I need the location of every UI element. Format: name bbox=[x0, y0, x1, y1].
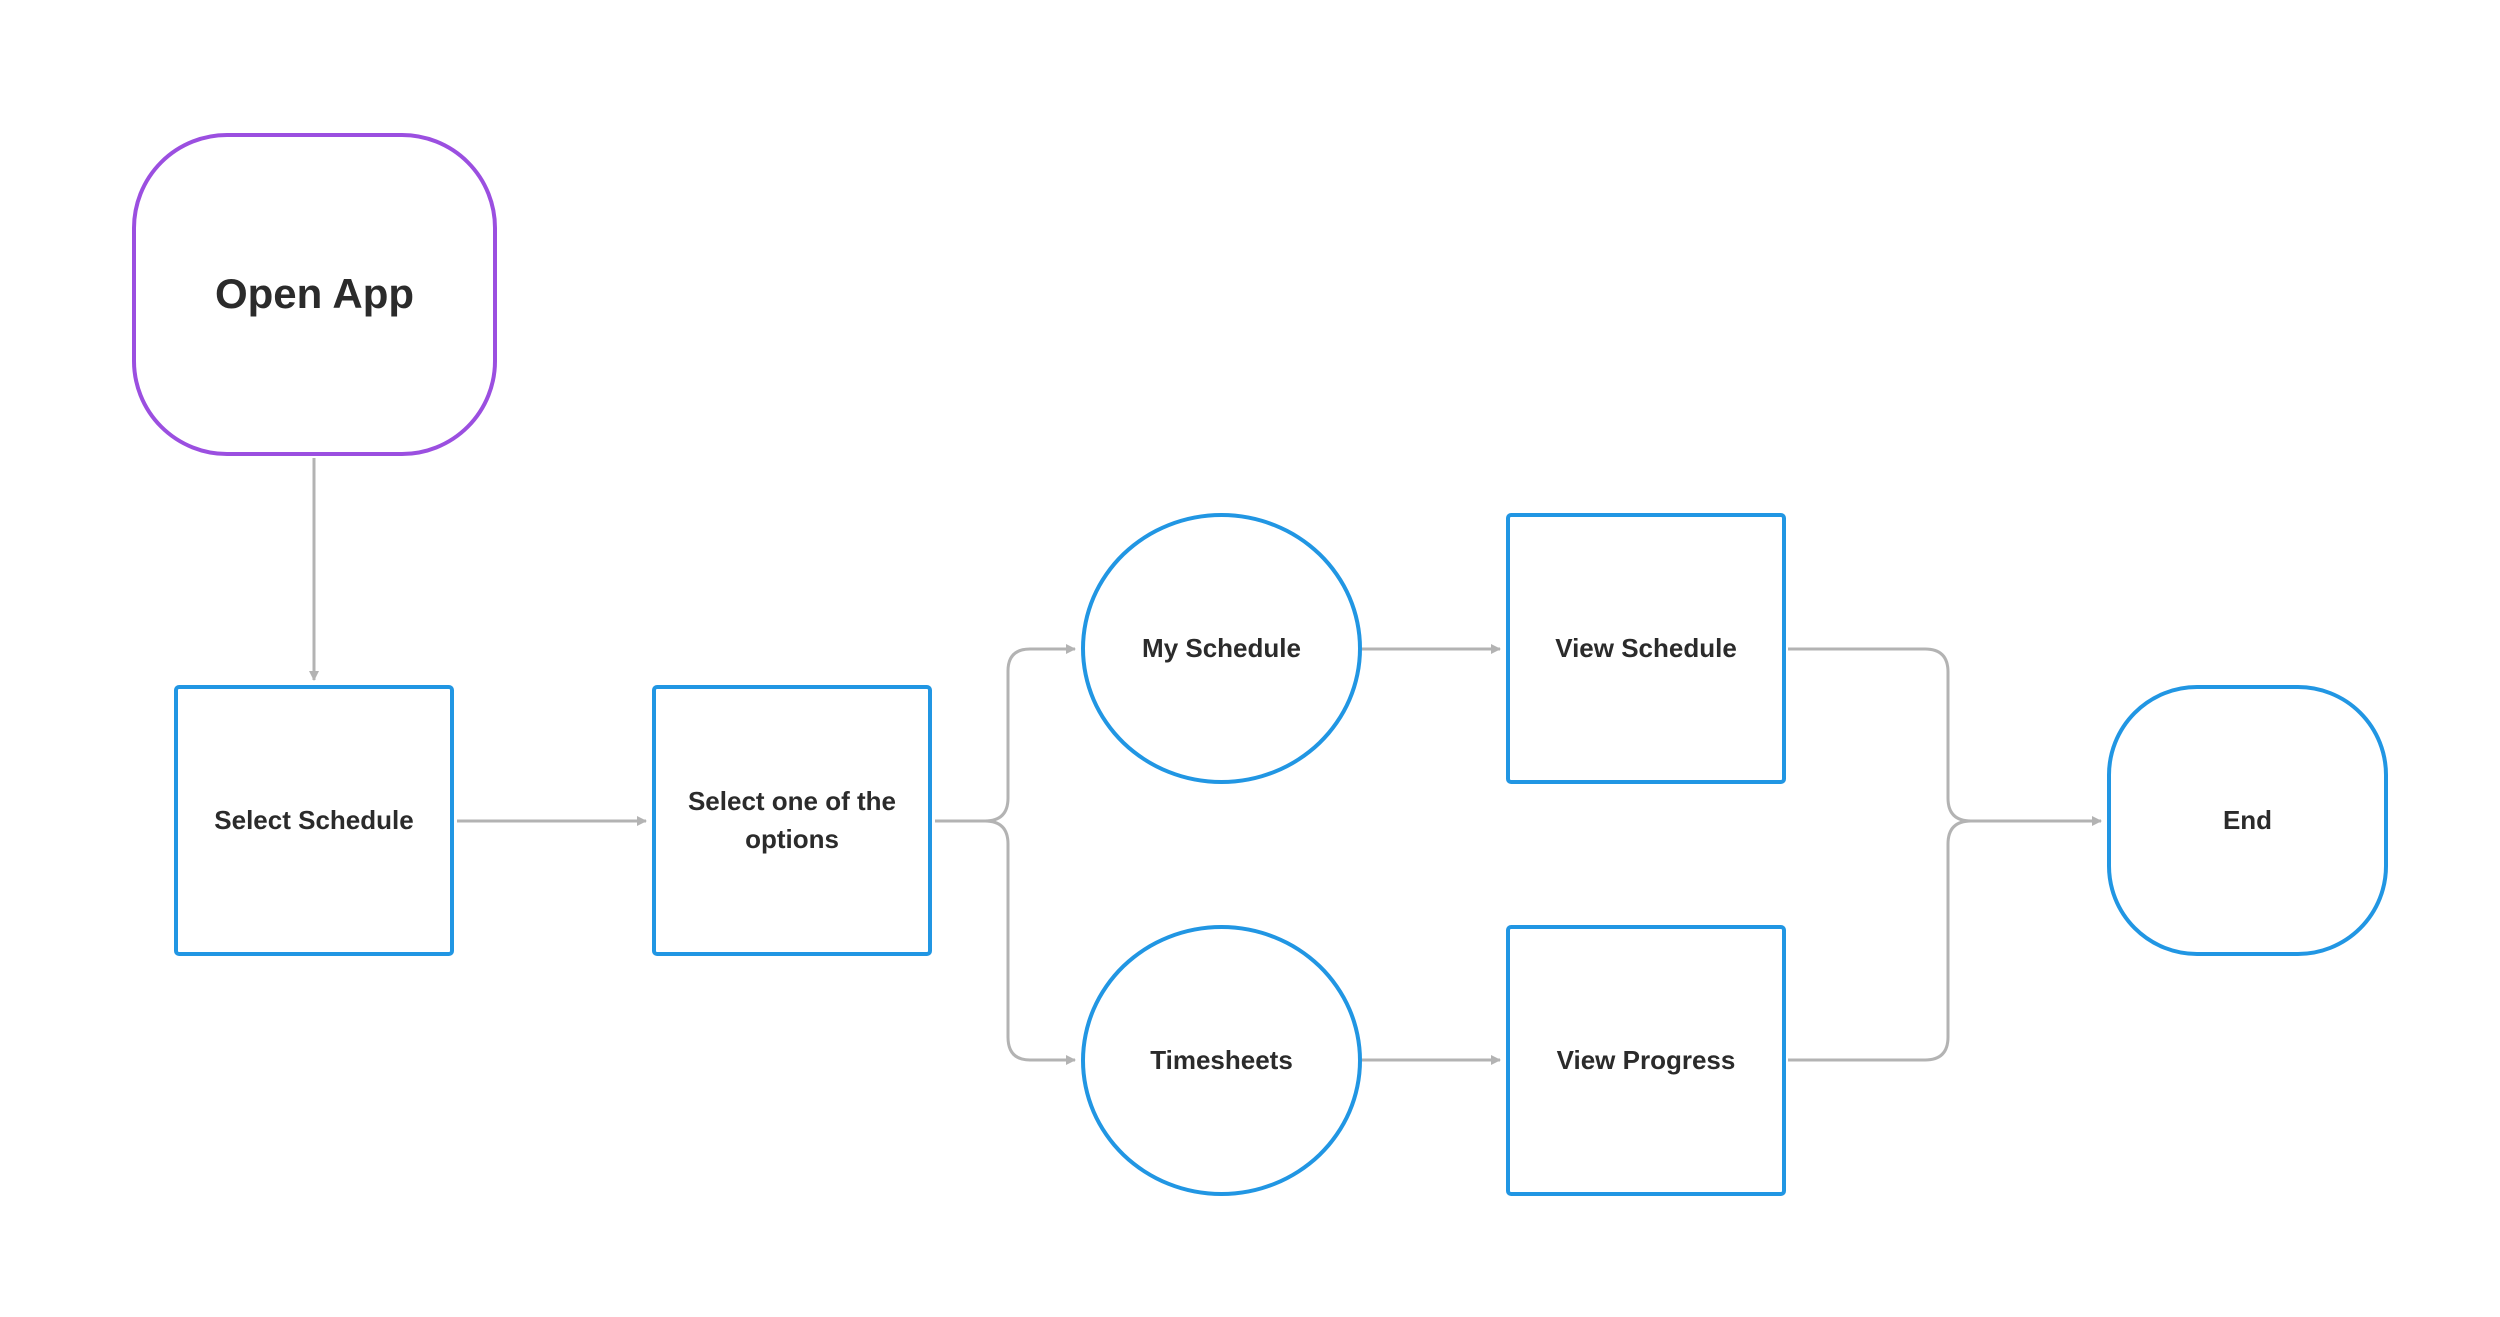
node-view-schedule-label: View Schedule bbox=[1555, 632, 1737, 663]
connector-view-schedule-to-end bbox=[1788, 647, 2102, 826]
node-my-schedule-label: My Schedule bbox=[1142, 632, 1301, 663]
connector-view-progress-to-end bbox=[1788, 819, 1972, 1062]
node-end-label: End bbox=[2222, 804, 2273, 835]
node-open-app-label: Open App bbox=[214, 270, 415, 318]
connector-select-option-to-my-schedule bbox=[935, 644, 1076, 823]
node-select-option-label: Select one of the options bbox=[687, 785, 897, 854]
node-select-schedule: Select Schedule bbox=[174, 685, 454, 956]
node-timesheets: Timesheets bbox=[1081, 925, 1362, 1196]
connector-select-option-to-timesheets bbox=[935, 819, 1076, 1065]
node-view-schedule: View Schedule bbox=[1506, 513, 1786, 784]
node-open-app: Open App bbox=[132, 133, 497, 456]
node-select-schedule-label: Select Schedule bbox=[214, 804, 414, 835]
node-timesheets-label: Timesheets bbox=[1150, 1044, 1293, 1075]
node-end: End bbox=[2107, 685, 2388, 956]
node-view-progress: View Progress bbox=[1506, 925, 1786, 1196]
node-my-schedule: My Schedule bbox=[1081, 513, 1362, 784]
node-view-progress-label: View Progress bbox=[1556, 1044, 1736, 1075]
node-select-option: Select one of the options bbox=[652, 685, 932, 956]
